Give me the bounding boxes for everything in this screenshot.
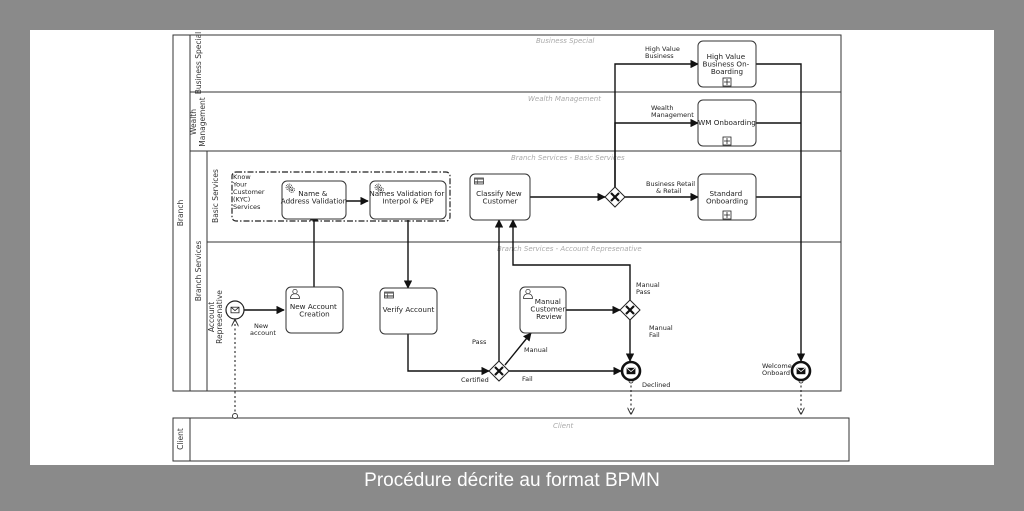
label-new-account: New account (250, 322, 276, 337)
label-manual-pass: Manual Pass (636, 281, 662, 296)
task-label: Name & Address Validation (281, 189, 347, 206)
gateway-manual-review[interactable] (619, 299, 641, 321)
task-interpol-pep-validation[interactable]: Names Validation for Interpol & PEP (369, 180, 447, 220)
task-label: High Value Business On- Boarding (702, 52, 751, 76)
start-event-new-account[interactable] (225, 300, 245, 320)
lane-basic-services-label: Basic Services (211, 169, 220, 223)
lane-branch-services-label: Branch Services (194, 241, 203, 302)
x-icon (494, 366, 504, 376)
task-standard-onboarding[interactable]: Standard Onboarding (697, 173, 757, 221)
task-label: Verify Account (383, 305, 435, 314)
bpmn-diagram: Branch Business Special Wealth Managemen… (172, 32, 850, 462)
plus-square-icon (722, 77, 732, 87)
label-high-value-business: High Value Business (645, 45, 682, 60)
task-label: Names Validation for Interpol & PEP (369, 189, 446, 206)
header-wealth-management: Wealth Management (528, 95, 601, 103)
lane-account-rep-label-1: Account (207, 302, 216, 332)
lane-business-special-label: Business Special (194, 32, 203, 94)
label-certified: Certified (461, 376, 489, 384)
pool-client-label: Client (176, 428, 185, 450)
pool-branch-label: Branch (176, 200, 185, 227)
label-manual-fail: Manual Fail (649, 324, 675, 339)
gateway-verification[interactable] (488, 360, 510, 382)
plus-square-icon (722, 136, 732, 146)
task-verify-account[interactable]: Verify Account (379, 287, 438, 335)
header-basic-services: Branch Services - Basic Services (511, 154, 625, 162)
lane-wealth-management-label-2: Management (198, 97, 207, 146)
lane-account-rep-label-2: Represenative (215, 290, 224, 344)
envelope-icon (230, 306, 240, 314)
label-pass: Pass (472, 338, 487, 346)
kyc-group-label: Know Your Customer (KYC) Services (232, 173, 267, 211)
edge-labels: High Value Business Wealth Management Bu… (250, 45, 794, 389)
lane-wealth-management-label-1: Wealth (189, 109, 198, 135)
x-icon (625, 305, 635, 315)
header-client: Client (553, 422, 574, 430)
diagram-canvas: Branch Business Special Wealth Managemen… (30, 30, 994, 465)
label-manual: Manual (524, 346, 548, 354)
header-business-special: Business Special (536, 37, 594, 45)
task-label: WM Onboarding (698, 118, 756, 127)
end-event-welcome-onboard[interactable] (790, 360, 812, 382)
x-icon (610, 192, 620, 202)
sequence-flows (244, 59, 806, 376)
task-classify-new-customer[interactable]: Classify New Customer (469, 173, 531, 221)
kyc-group: Know Your Customer (KYC) Services (231, 171, 451, 222)
table-icon (474, 177, 484, 185)
envelope-icon (796, 367, 806, 375)
task-label: Classify New Customer (476, 189, 524, 206)
end-event-declined[interactable] (620, 360, 642, 382)
task-wm-onboarding[interactable]: WM Onboarding (697, 99, 757, 147)
label-business-retail: Business Retail & Retail (646, 180, 697, 195)
label-wealth-management: Wealth Management (651, 104, 694, 119)
plus-square-icon (722, 210, 732, 220)
envelope-icon (626, 367, 636, 375)
label-declined: Declined (642, 381, 670, 389)
task-label: New Account Creation (290, 302, 339, 319)
table-icon (384, 291, 394, 299)
caption: Procédure décrite au format BPMN (364, 470, 660, 491)
task-label: Manual Customer Review (530, 297, 567, 321)
gateway-classification[interactable] (604, 186, 626, 208)
task-new-account-creation[interactable]: New Account Creation (285, 286, 344, 334)
task-manual-customer-review[interactable]: Manual Customer Review (519, 286, 568, 334)
task-high-value-onboarding[interactable]: High Value Business On- Boarding (697, 40, 757, 88)
pool-client: Client Client (172, 417, 850, 462)
task-label: Standard Onboarding (706, 189, 748, 206)
task-name-address-validation[interactable]: Name & Address Validation (281, 180, 347, 220)
label-welcome-onboard: Welcome Onboard (762, 362, 794, 377)
label-fail: Fail (522, 375, 533, 383)
header-account-rep: Branch Services - Account Represenative (497, 245, 642, 253)
